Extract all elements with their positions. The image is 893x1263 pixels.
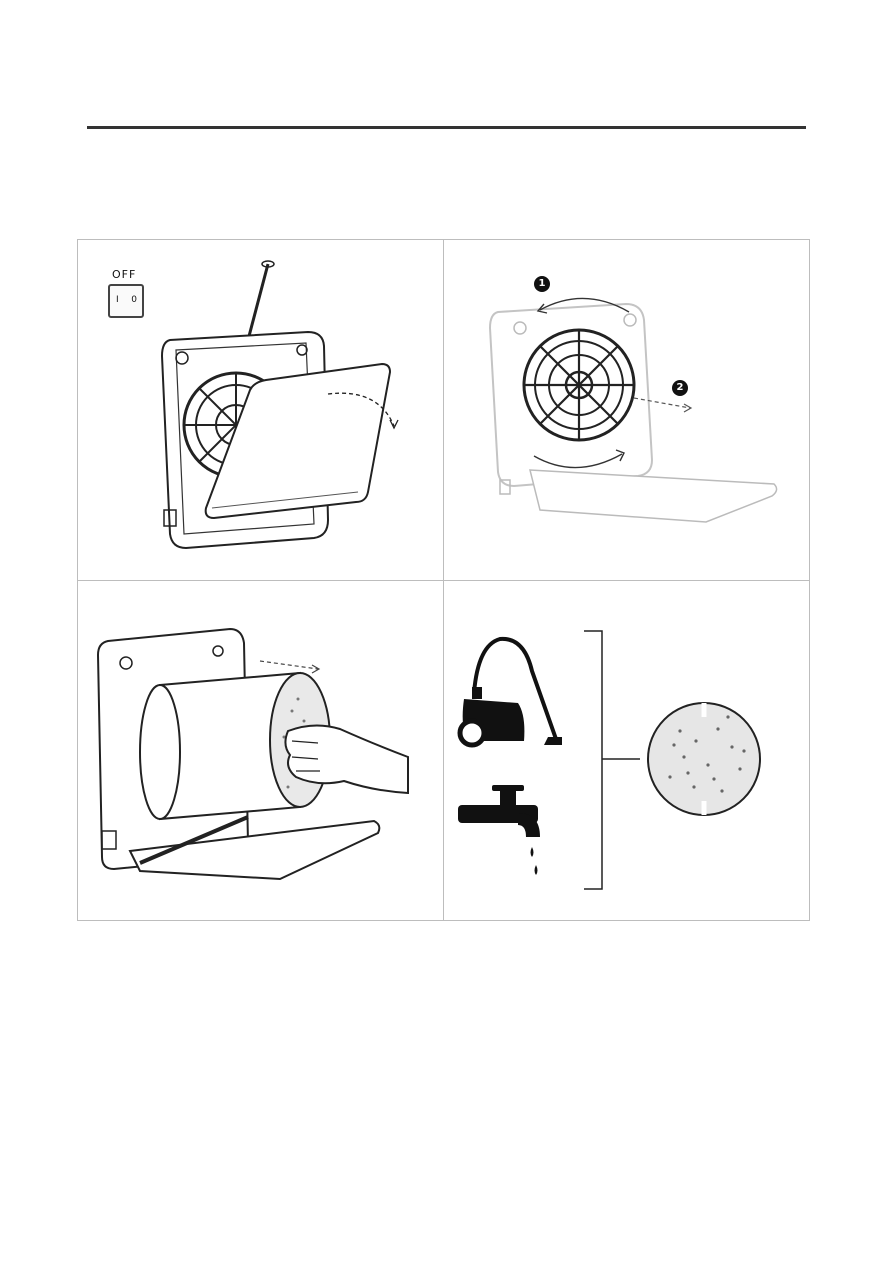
header-rule: [87, 126, 806, 129]
instruction-grid: OFF I 0: [77, 239, 810, 921]
panel-remove-filter: [78, 581, 444, 920]
fan-cover-illustration: [78, 240, 444, 581]
vacuum-cleaner-icon: [460, 639, 562, 745]
water-tap-icon: [458, 785, 540, 875]
grille-removal-illustration: [444, 240, 809, 581]
step-two-badge: 2: [672, 380, 688, 396]
filter-removal-illustration: [78, 581, 444, 920]
panel-rotate-grille: 1 2: [444, 240, 809, 581]
filter-disc-icon: [648, 703, 760, 815]
step-one-badge: 1: [534, 276, 550, 292]
panel-open-cover: OFF I 0: [78, 240, 444, 581]
filter-cleaning-illustration: [444, 581, 809, 920]
screwdriver-icon: [248, 261, 274, 340]
panel-clean-filter: [444, 581, 809, 920]
